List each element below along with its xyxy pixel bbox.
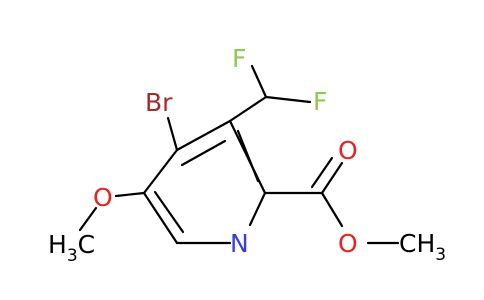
bond-cester-o-double-b <box>310 156 334 189</box>
bond-chf2-f1 <box>250 64 268 99</box>
atom-labels: F F Br O O CH3 O H3C N <box>48 44 446 266</box>
bond-cester-o-double-a <box>320 161 344 195</box>
bonds <box>78 64 400 245</box>
ester-oxygen-label: O <box>338 229 358 258</box>
bond-c5-o <box>114 191 146 198</box>
bond-c6-c5 <box>142 191 179 245</box>
bond-c4-c3-inner <box>180 139 227 167</box>
bromine-label: Br <box>145 88 173 117</box>
ester-methyl-label: CH3 <box>399 229 446 265</box>
ester-methyl-subscript: 3 <box>435 245 446 265</box>
bond-c2-n <box>248 191 267 227</box>
ester-methyl-ch: CH <box>399 229 435 258</box>
bond-o-ch3-methoxy <box>78 206 98 232</box>
carbonyl-oxygen-label: O <box>338 136 358 165</box>
bond-c4-c3 <box>175 119 232 152</box>
fluorine-1-label: F <box>232 44 246 73</box>
bond-chf2-f2 <box>264 95 312 104</box>
bond-cester-o-single <box>320 191 344 228</box>
methoxy-oxygen-label: O <box>93 183 113 212</box>
fluorine-2-label: F <box>313 87 327 116</box>
bond-c6-c5-inner <box>153 190 185 234</box>
ring-nitrogen-label: N <box>230 229 249 258</box>
methoxy-methyl-label: H3C <box>48 230 95 266</box>
bond-c5-c4 <box>142 148 179 195</box>
bond-c3-c2-inner <box>236 129 260 183</box>
bond-c4-br <box>166 116 179 152</box>
methoxy-methyl-h: H <box>48 230 67 259</box>
methoxy-methyl-c: C <box>78 230 95 259</box>
methoxy-methyl-subscript: 3 <box>67 246 78 266</box>
bond-c3-chf2 <box>228 95 268 123</box>
